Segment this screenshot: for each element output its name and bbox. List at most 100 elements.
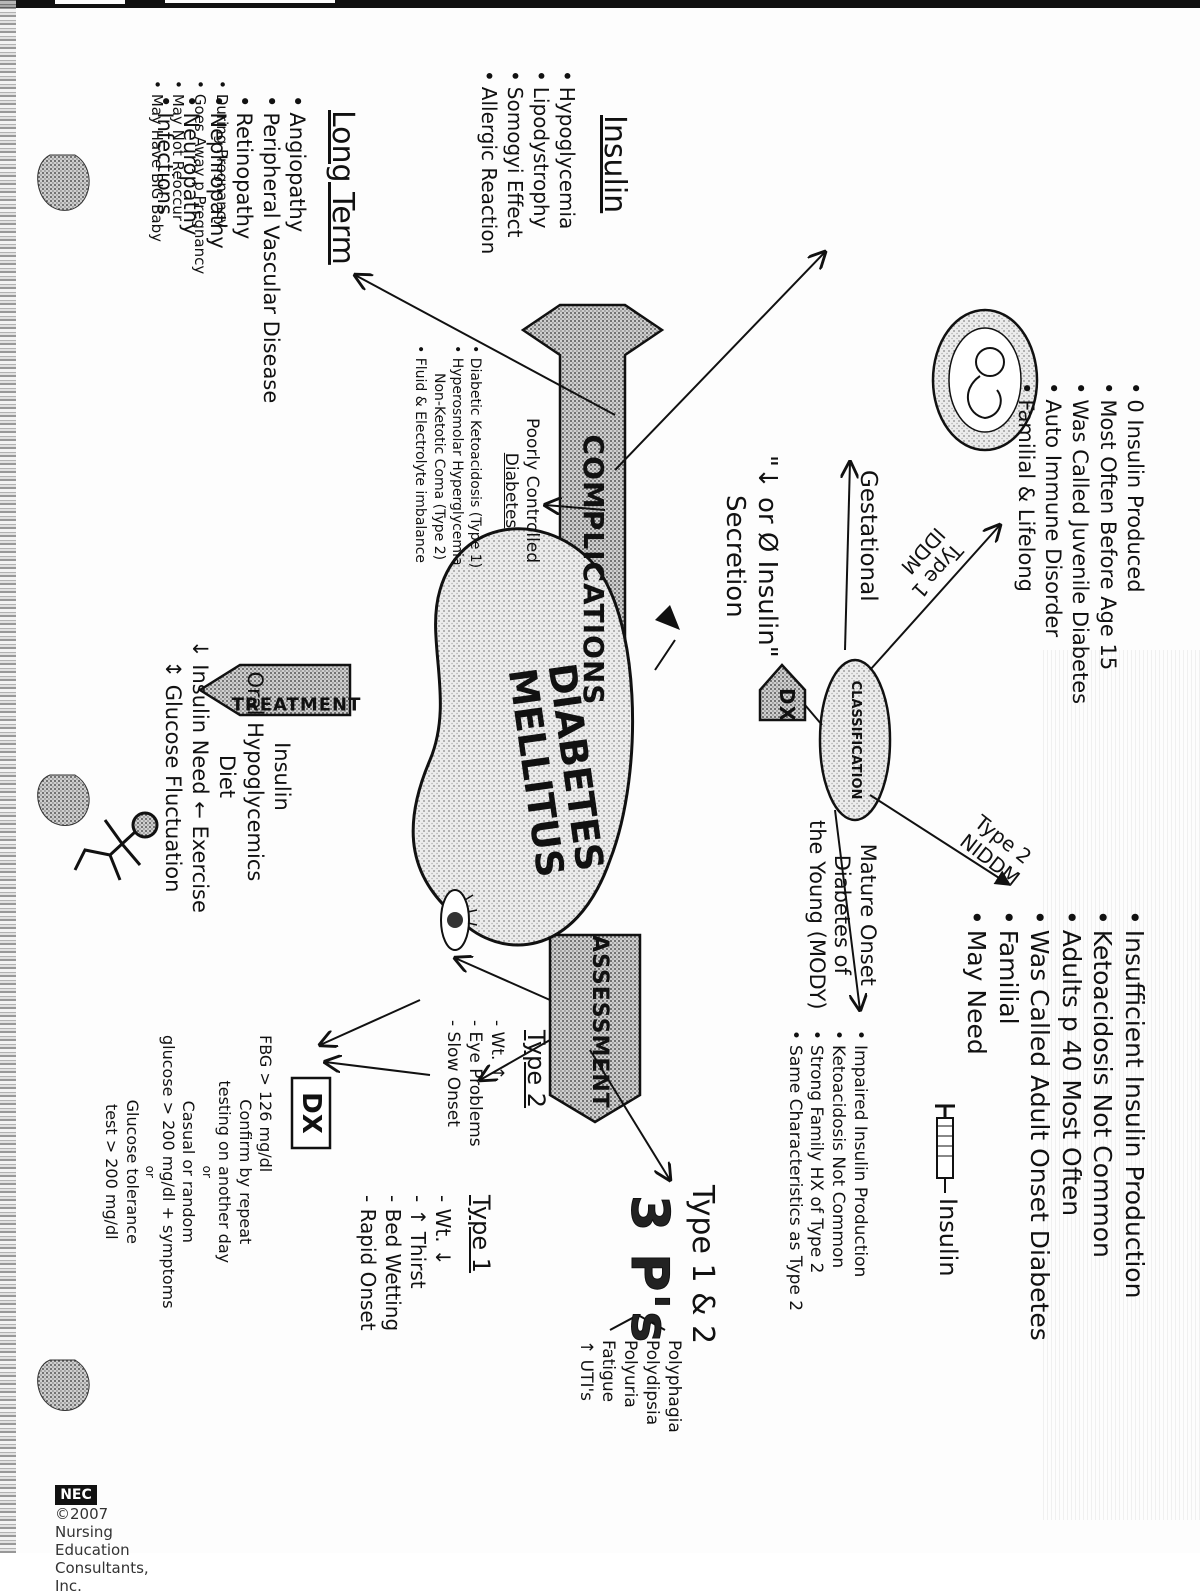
mody-fact: Same Characteristics as Type 2 [783,1030,805,1311]
insulin-complications-heading: Insulin [597,115,632,214]
assessment-type1-item: Bed Wetting [380,1195,405,1332]
assessment-type2-item: Eye Problems [464,1020,486,1147]
concept-map: DIABETES MELLITUS COMPLICATIONS ASSESSME… [0,0,1200,1553]
dx-line: or [143,1165,158,1178]
dx-line: Glucose tolerance [122,1099,142,1244]
treatment-item: ↕ Glucose Fluctuation [160,660,185,893]
ps-item: ↑ UTI's [575,1340,596,1402]
cause-line2: Secretion [720,494,751,618]
dx-line: Confirm by repeat [235,1099,255,1245]
long-term-item: Retinopathy [231,95,257,403]
long-term-item: Infections [151,95,177,403]
mody-fact: Impaired Insulin Production [848,1030,870,1311]
eye-icon [440,889,478,951]
cause-text: "↓ or Ø Insulin" Secretion [719,455,782,658]
complications-bar [520,303,665,792]
type2-fact: Familial [993,910,1025,1341]
type1-fact: 0 Insulin Produced [1121,382,1148,704]
type2-facts: Insufficient Insulin Production Ketoacid… [961,910,1150,1341]
dx-branch-label: DX [775,688,799,723]
assessment-type1-item: ↑ Thirst [405,1195,430,1331]
insulin-complications-list: Hypoglycemia Lipodystrophy Somogyi Effec… [476,70,580,254]
type1-fact: Auto Immune Disorder [1039,382,1066,704]
runner-icon [73,811,159,881]
dx-criteria: FBG > 126 mg/dl Confirm by repeat testin… [101,1035,275,1309]
nec-logo: NEC [55,1485,97,1505]
branch-bars [197,303,807,1124]
cause-line1: "↓ or Ø Insulin" [752,455,782,658]
assessment-type2-list: Wt. ↑ Eye Problems Slow Onset [442,1020,508,1147]
type2-fact: Ketoacidosis Not Common [1087,910,1119,1341]
type2-fact: Insufficient Insulin Production [1119,910,1151,1341]
ps-item: Fatigue [597,1340,618,1403]
classification-oval [818,658,892,822]
complications-label: COMPLICATIONS [577,434,610,706]
treatment-item: ↓ Insulin Need ← Exercise [188,640,213,913]
copyright-footer: NEC ©2007 Nursing Education Consultants,… [55,1485,149,1595]
dx-box [290,1076,332,1150]
insulin-complication: Somogyi Effect [502,70,528,254]
insulin-complication: Hypoglycemia [554,70,580,254]
pc-item: Non-Ketotic Coma (Type 2) [429,345,447,568]
assessment-type1-item: Wt. ↓ [430,1195,455,1331]
long-term-list: Angiopathy Peripheral Vascular Disease R… [151,95,310,403]
long-term-item: Angiopathy [284,95,310,403]
dx-line: test > 200 mg/dl [102,1103,122,1240]
assessment-type1-item: Rapid Onset [355,1195,380,1331]
assessment-bar [548,933,642,1124]
assessment-label: ASSESSMENT [587,935,612,1109]
pc-item-text: Diabetic Ketoacidosis (Type 1) [467,357,483,569]
scan-top-edge [0,0,1200,8]
poorly-controlled-line1: Poorly Controlled [522,418,542,564]
syringe-icon [935,1104,955,1193]
ps-item: Polyuria [619,1340,640,1408]
dx-bar [758,663,807,722]
pc-item-text: Non-Ketotic Coma (Type 2) [430,373,447,561]
type2-fact: Adults p 40 Most Often [1056,910,1088,1341]
cause-arrow [655,605,680,630]
mody-fact: Ketoacidosis Not Common [827,1030,848,1311]
type1-facts: 0 Insulin Produced Most Often Before Age… [1012,382,1148,704]
center-blob [411,527,635,947]
poorly-controlled-line2: Diabetes [501,452,522,529]
ps-item: Polydipsia [641,1340,662,1426]
scanned-page: DIABETES MELLITUS COMPLICATIONS ASSESSME… [0,0,1200,1553]
assessment-type2-item: Slow Onset [442,1020,464,1147]
long-term-item: Nephropathy [204,95,230,403]
ps-list: Polyphagia Polydipsia Polyuria Fatigue ↑… [575,1340,685,1433]
dx-line: or [199,1165,214,1178]
assessment-type2-item: Wt. ↑ [486,1020,508,1147]
insulin-complication: Lipodystrophy [528,70,554,254]
assessment-type2-heading: Type 2 [522,1030,550,1109]
type1-fact: Familial & Lifelong [1012,382,1039,704]
poorly-controlled-heading: Poorly Controlled Diabetes [501,418,542,563]
poorly-controlled-items: • Diabetic Ketoacidosis (Type 1) • Hyper… [411,345,484,568]
type2-fact: Was Called Adult Onset Diabetes [1024,910,1056,1341]
treatment-item: Insulin [270,742,294,811]
long-term-heading: Long Term [325,110,360,265]
pancreas-icon [37,154,90,1411]
mody-fact: Strong Family HX of Type 2 [805,1030,827,1311]
pc-item: • Hyperosmolar Hyperglycemia [448,345,465,566]
classification-label: CLASSIFICATION [848,680,863,800]
treatment-item: Oral Hypoglycemics [242,671,267,882]
pc-item: • Fluid & Electrolyte imbalance [412,345,429,564]
dx-line: testing on another day [215,1080,235,1264]
mody-facts: Impaired Insulin Production Ketoacidosis… [783,1030,870,1311]
dx-line: glucose > 200 mg/dl + symptoms [158,1035,178,1309]
treatment-item: Diet [215,754,240,799]
long-term-item: Peripheral Vascular Disease [257,95,283,403]
mody-line2: Diabetes of [830,854,855,975]
pc-item: • Diabetic Ketoacidosis (Type 1) [467,345,483,569]
assessment-type1-list: Wt. ↓ ↑ Thirst Bed Wetting Rapid Onset [355,1195,455,1332]
type12-heading: Type 1 & 2 [685,1185,720,1345]
mody-line1: Mature Onset [856,843,880,986]
gestational-label: Gestational [855,470,881,602]
three-ps: 3 P's [619,1195,680,1345]
type1-fact: Most Often Before Age 15 [1093,382,1120,704]
mody-label: Mature Onset Diabetes of the Young (MODY… [803,820,880,1010]
assessment-type1-heading: Type 1 [467,1195,495,1274]
ps-item: Polyphagia [664,1340,684,1433]
type2-insulin-label: Insulin [934,1198,962,1277]
pc-item-text: Fluid & Electrolyte imbalance [412,357,429,564]
